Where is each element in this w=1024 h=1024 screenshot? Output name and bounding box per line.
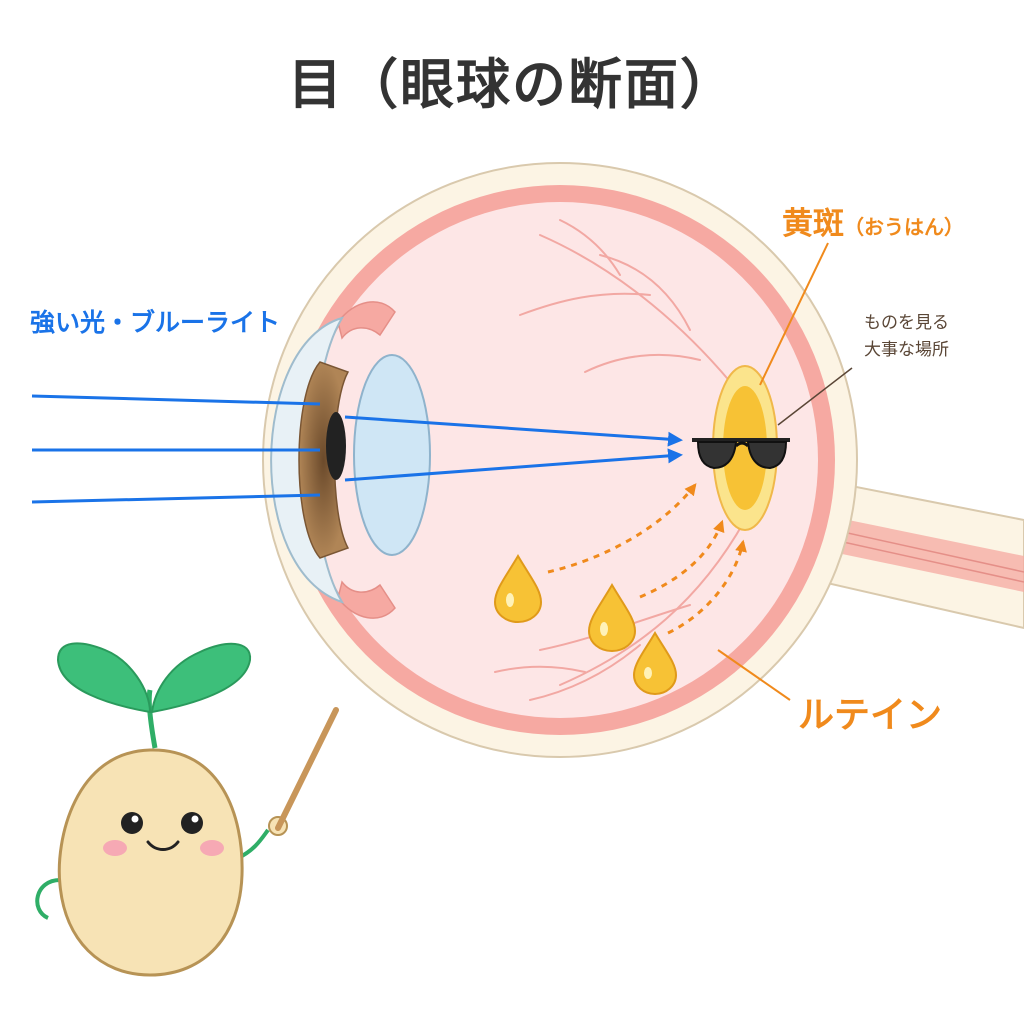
macula-label: 黄斑（おうはん） [782, 198, 964, 243]
sunglasses-icon [692, 438, 790, 470]
macula-note: ものを見る 大事な場所 [864, 310, 949, 364]
lutein-drop-icon [493, 554, 543, 624]
note-leader-line [777, 367, 853, 426]
macula-reading: （おうはん） [844, 215, 964, 239]
pointer-stick-icon [275, 707, 339, 831]
macula-label-text: 黄斑 [782, 206, 844, 242]
lutein-drop-icon [632, 631, 678, 696]
lutein-paths [547, 483, 747, 635]
lutein-drop-icon [587, 583, 637, 653]
pupil [326, 412, 346, 480]
sprout-character-icon [35, 642, 288, 977]
blood-vessels [494, 219, 746, 701]
blue-light-label: 強い光・ブルーライト [30, 308, 281, 337]
macula-center [723, 386, 767, 510]
light-rays [31, 394, 683, 504]
page-title: 目（眼球の断面） [288, 53, 736, 116]
vitreous-body [302, 202, 818, 718]
ciliary-body [337, 301, 396, 619]
lutein-leader-line [717, 649, 791, 701]
lutein-label: ルテイン [798, 695, 943, 736]
lens [353, 354, 431, 556]
macula-leader-line [759, 242, 829, 386]
macula-note-line2: 大事な場所 [864, 340, 949, 360]
macula-note-line1: ものを見る [864, 313, 949, 333]
